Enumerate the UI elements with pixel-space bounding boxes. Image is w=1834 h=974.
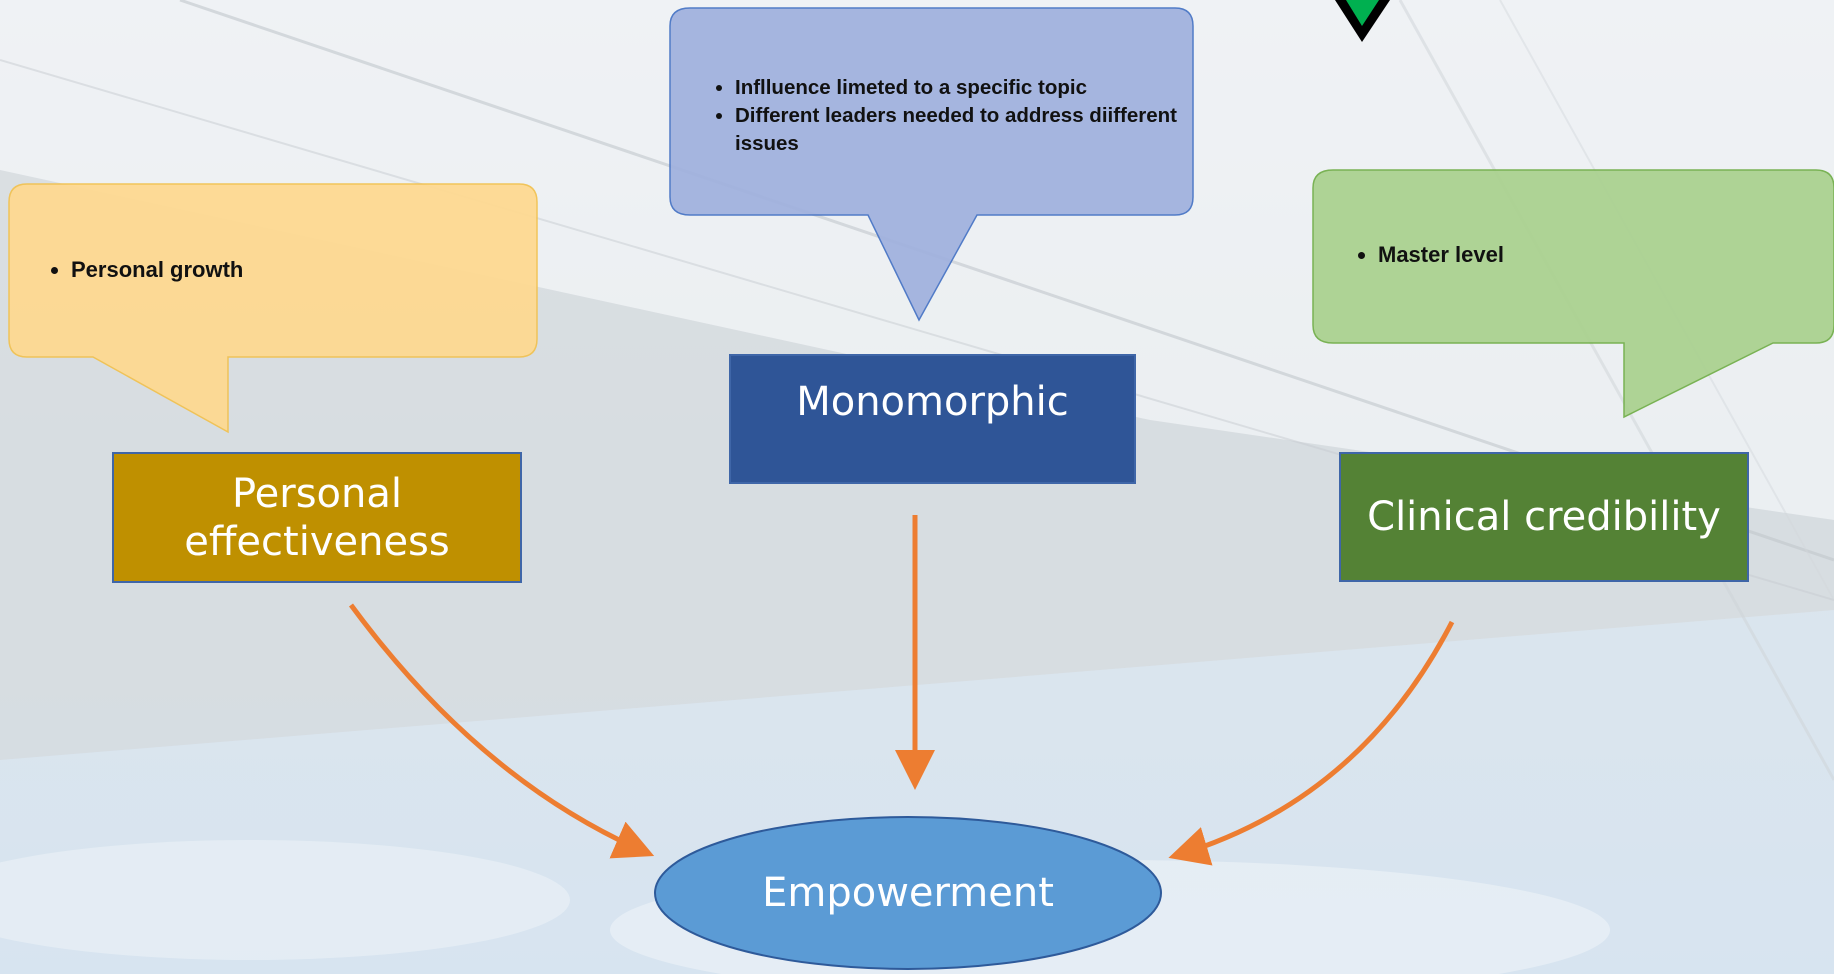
box-label: Monomorphic xyxy=(796,379,1069,425)
empowerment-ellipse xyxy=(654,816,1162,970)
callout-clinical xyxy=(1312,169,1834,419)
callout-bullet: Different leaders needed to address diif… xyxy=(735,102,1205,158)
callout-personal-text: Personal growth xyxy=(45,256,531,284)
monomorphic-box: Monomorphic xyxy=(729,354,1136,484)
box-label-line2: effectiveness xyxy=(184,518,450,565)
box-label: Clinical credibility xyxy=(1367,494,1721,540)
empowerment-label: Empowerment xyxy=(762,870,1054,916)
clinical-credibility-box: Clinical credibility xyxy=(1339,452,1749,582)
personal-effectiveness-box: Personal effectiveness xyxy=(112,452,522,583)
callout-bullet: Inflluence limeted to a specific topic xyxy=(735,74,1205,102)
green-triangle-icon xyxy=(1335,0,1390,42)
callout-bullet: Master level xyxy=(1378,241,1834,269)
callout-personal-growth xyxy=(8,183,538,434)
callout-monomorphic xyxy=(669,7,1194,322)
box-label-line1: Personal xyxy=(231,470,403,517)
arrow-clinical-to-empowerment xyxy=(1168,620,1455,866)
arrow-personal-to-empowerment xyxy=(348,603,655,859)
callout-monomorphic-text: Inflluence limeted to a specific topic D… xyxy=(709,74,1205,158)
callout-clinical-text: Master level xyxy=(1352,241,1834,269)
callout-bullet: Personal growth xyxy=(71,256,531,284)
